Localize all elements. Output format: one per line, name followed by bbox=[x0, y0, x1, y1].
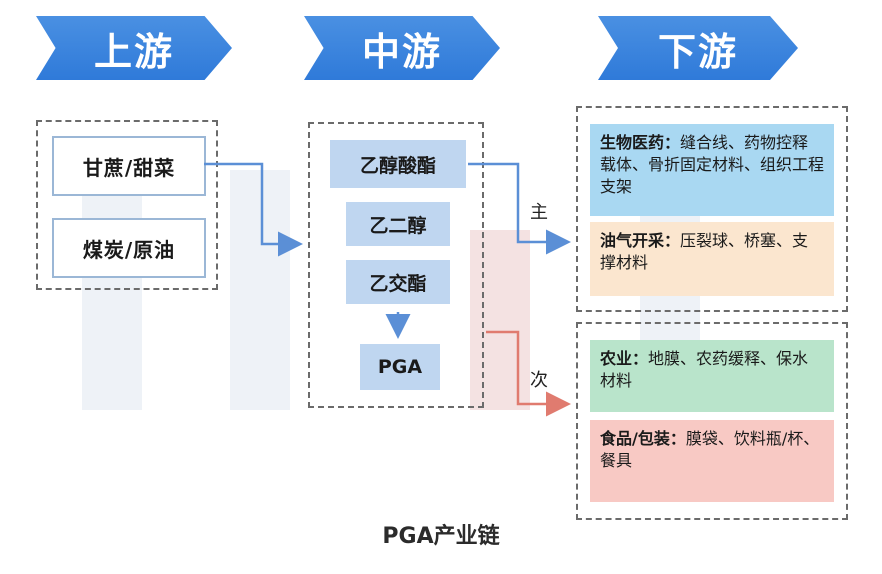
secondary-flow-arrow bbox=[486, 330, 571, 417]
midstream-item-pga: PGA bbox=[360, 344, 440, 390]
upstream-stage-label: 上游 bbox=[93, 29, 174, 74]
midstream-item-glycolate: 乙醇酸酯 bbox=[330, 140, 466, 188]
downstream-secondary-group bbox=[576, 322, 848, 520]
midstream-item-label: 乙醇酸酯 bbox=[359, 154, 436, 177]
diagram-caption: PGA产业链 bbox=[382, 524, 500, 549]
downstream-stage-label: 下游 bbox=[657, 29, 738, 74]
primary-flow-label: 主 bbox=[530, 202, 548, 223]
panel-heading: 油气开采： bbox=[600, 231, 681, 250]
secondary-flow-label: 次 bbox=[530, 370, 548, 391]
midstream-item-label: PGA bbox=[377, 356, 423, 378]
downstream-stage-header: 下游 bbox=[598, 16, 798, 80]
midstream-stage-header: 中游 bbox=[304, 16, 500, 80]
primary-flow-arrow bbox=[468, 162, 571, 255]
downstream-panel-oil-gas: 油气开采：压裂球、桥塞、支撑材料 bbox=[590, 222, 834, 296]
upstream-item-sugarcane: 甘蔗/甜菜 bbox=[52, 136, 206, 196]
panel-body: 膜袋、饮料瓶/杯、餐具 bbox=[600, 429, 820, 470]
midstream-item-label: 乙交酯 bbox=[369, 272, 427, 295]
upstream-stage-header: 上游 bbox=[36, 16, 232, 80]
midstream-item-label: 乙二醇 bbox=[369, 214, 427, 237]
upstream-item-label: 煤炭/原油 bbox=[82, 237, 176, 262]
downstream-panel-agriculture: 农业：地膜、农药缓释、保水材料 bbox=[590, 340, 834, 412]
upstream-item-label: 甘蔗/甜菜 bbox=[82, 155, 176, 180]
panel-body: 压裂球、桥塞、支撑材料 bbox=[600, 231, 809, 272]
panel-heading: 食品/包装： bbox=[600, 429, 686, 448]
upstream-to-midstream-arrow bbox=[204, 162, 303, 257]
midstream-group bbox=[308, 122, 484, 408]
downstream-panel-biomedical: 生物医药：缝合线、药物控释载体、骨折固定材料、组织工程支架 bbox=[590, 124, 834, 216]
upstream-item-coal-oil: 煤炭/原油 bbox=[52, 218, 206, 278]
midstream-item-ethylene-glycol: 乙二醇 bbox=[346, 202, 450, 246]
upstream-group bbox=[36, 120, 218, 290]
panel-body: 缝合线、药物控释载体、骨折固定材料、组织工程支架 bbox=[600, 133, 825, 196]
panel-heading: 农业： bbox=[600, 349, 649, 368]
midstream-item-glycolide: 乙交酯 bbox=[346, 260, 450, 304]
midstream-stage-label: 中游 bbox=[361, 29, 442, 74]
panel-heading: 生物医药： bbox=[600, 133, 681, 152]
downstream-primary-group bbox=[576, 106, 848, 312]
panel-body: 地膜、农药缓释、保水材料 bbox=[600, 349, 809, 390]
downstream-panel-food-packaging: 食品/包装：膜袋、饮料瓶/杯、餐具 bbox=[590, 420, 834, 502]
